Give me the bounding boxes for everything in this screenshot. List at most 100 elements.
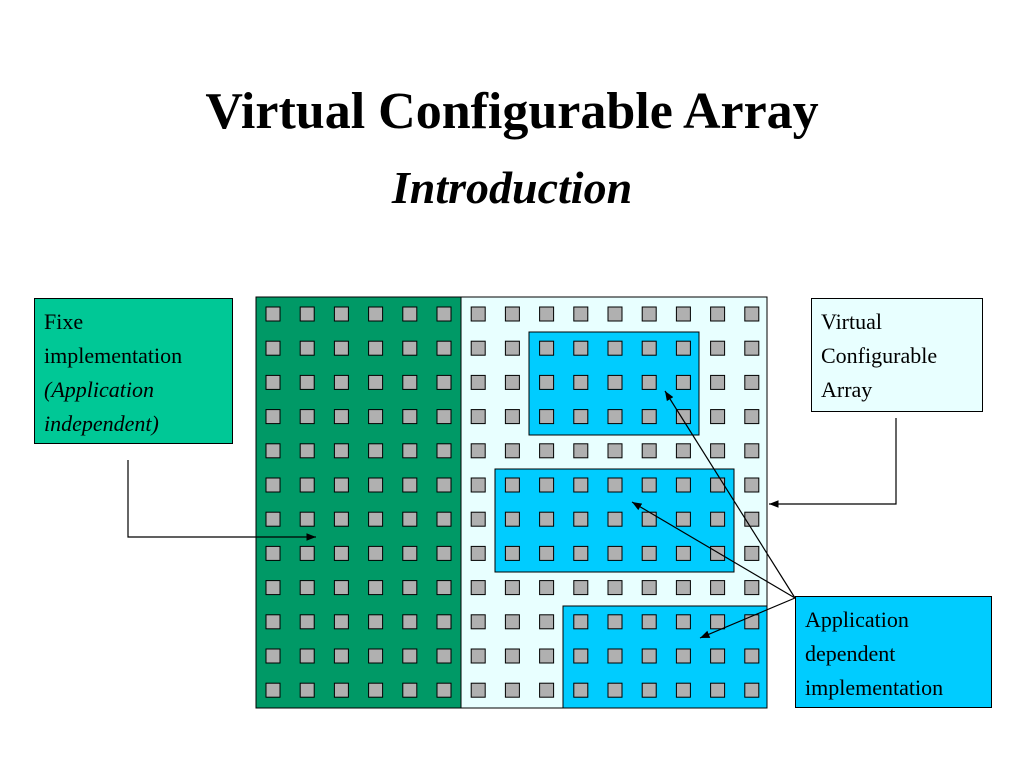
vca-label-line1: Virtual <box>821 309 882 334</box>
array-cell <box>402 545 418 561</box>
vca-label-line2: Configurable <box>821 343 938 368</box>
array-cell <box>265 409 281 425</box>
fixed-arrow <box>127 460 316 541</box>
array-cell <box>744 648 760 664</box>
virtual-array-label: Virtual Configurable Array <box>811 298 983 412</box>
array-cell <box>504 648 520 664</box>
array-cell <box>470 306 486 322</box>
array-cell <box>710 511 726 527</box>
array-cell <box>641 545 657 561</box>
array-cell <box>710 614 726 630</box>
array-cell <box>710 306 726 322</box>
array-cell <box>539 340 555 356</box>
array-cell <box>675 340 691 356</box>
array-cell <box>607 580 623 596</box>
array-cell <box>744 340 760 356</box>
array-cell <box>607 409 623 425</box>
array-cell <box>573 614 589 630</box>
array-cell <box>368 340 384 356</box>
app-arrow-3 <box>699 597 796 639</box>
array-cell <box>299 374 315 390</box>
array-cell <box>470 477 486 493</box>
fixed-region <box>255 296 462 709</box>
array-cell <box>539 409 555 425</box>
array-cell <box>607 648 623 664</box>
array-cell <box>675 580 691 596</box>
array-cell <box>675 443 691 459</box>
array-cell <box>368 511 384 527</box>
array-cell <box>573 374 589 390</box>
array-cell <box>710 409 726 425</box>
array-cell <box>539 580 555 596</box>
array-cell <box>744 682 760 698</box>
array-cell <box>641 682 657 698</box>
array-cell <box>402 580 418 596</box>
array-cell <box>299 409 315 425</box>
array-cell <box>675 477 691 493</box>
array-cell <box>402 511 418 527</box>
array-cell <box>744 511 760 527</box>
array-cell <box>299 648 315 664</box>
array-cell <box>436 306 452 322</box>
array-cell <box>436 545 452 561</box>
fixed-label-line2: implementation <box>44 343 183 368</box>
array-cell <box>607 443 623 459</box>
array-cell <box>641 443 657 459</box>
array-cell <box>539 511 555 527</box>
array-cell <box>607 306 623 322</box>
array-cell <box>539 477 555 493</box>
array-cell <box>607 511 623 527</box>
array-cell <box>470 340 486 356</box>
fixed-label-line4: independent) <box>44 411 159 436</box>
array-cell <box>333 409 349 425</box>
array-cell <box>470 580 486 596</box>
array-cell <box>299 614 315 630</box>
array-cell <box>573 511 589 527</box>
array-cell <box>641 580 657 596</box>
array-cell <box>710 443 726 459</box>
array-cell <box>368 443 384 459</box>
array-cell <box>710 374 726 390</box>
array-cell <box>265 306 281 322</box>
array-cell <box>710 477 726 493</box>
array-cell <box>368 545 384 561</box>
array-cell <box>573 340 589 356</box>
array-cell <box>333 682 349 698</box>
array-cell <box>744 545 760 561</box>
array-cell <box>539 614 555 630</box>
array-cell <box>470 409 486 425</box>
fixed-implementation-label: Fixe implementation (Application indepen… <box>34 298 233 444</box>
array-cell <box>436 340 452 356</box>
app-arrow-1 <box>664 390 796 599</box>
array-cell <box>539 648 555 664</box>
array-cell <box>402 374 418 390</box>
array-cell <box>710 682 726 698</box>
array-cell <box>333 614 349 630</box>
array-cell <box>573 477 589 493</box>
array-cell <box>675 648 691 664</box>
array-cell <box>368 614 384 630</box>
array-cell <box>504 477 520 493</box>
array-cell <box>573 682 589 698</box>
array-cell <box>333 648 349 664</box>
array-cell <box>436 580 452 596</box>
array-cell <box>368 648 384 664</box>
array-cell <box>333 511 349 527</box>
array-cell <box>402 306 418 322</box>
array-cell <box>265 477 281 493</box>
array-cell <box>607 374 623 390</box>
array-cell <box>402 443 418 459</box>
array-cell <box>539 443 555 459</box>
array-cell <box>470 374 486 390</box>
array-cell <box>744 614 760 630</box>
array-cell <box>402 682 418 698</box>
array-cell <box>368 306 384 322</box>
array-cell <box>573 580 589 596</box>
array-cell <box>470 545 486 561</box>
array-cell <box>436 477 452 493</box>
array-cell <box>710 545 726 561</box>
array-cell <box>675 614 691 630</box>
array-cell <box>641 409 657 425</box>
array-cell <box>470 682 486 698</box>
